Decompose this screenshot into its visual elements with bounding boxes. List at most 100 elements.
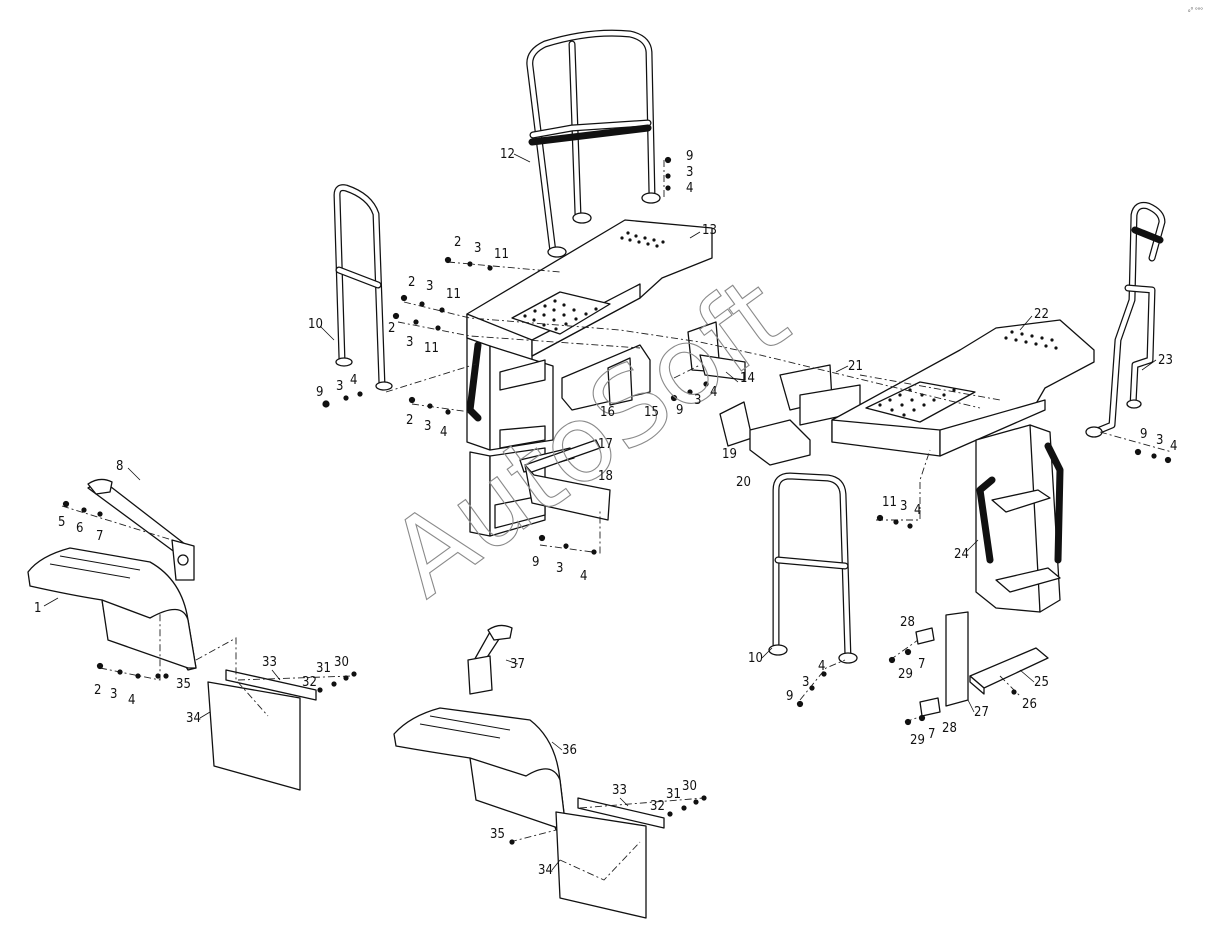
bracket-17-18 [524,439,611,521]
callout-28b: 28 [942,721,957,736]
callout-37: 37 [510,657,525,672]
callout-18: 18 [598,469,613,484]
bracket-16 [561,344,651,411]
bracket-28-upper [915,627,935,645]
bracket-14 [687,321,746,381]
callout-4h: 4 [710,385,717,400]
handrail-top-12 [526,29,661,258]
callout-9j: 9 [1140,427,1147,442]
callout-leaders [43,153,1157,871]
callout-23: 23 [1158,353,1173,368]
callout-34b: 34 [538,863,553,878]
callout-7b: 7 [918,657,925,672]
callout-labels: 1 2 3 4 5 6 7 8 35 2 3 4 33 32 31 30 34 … [34,147,1177,878]
callout-4k: 4 [914,503,921,518]
callout-2f: 2 [388,321,395,336]
step-platform-22 [831,319,1095,457]
callout-16: 16 [600,405,615,420]
callout-25: 25 [1034,675,1049,690]
callout-4: 4 [128,693,135,708]
callout-13: 13 [702,223,717,238]
bracket-28-lower [919,697,941,717]
callout-31b: 31 [666,787,681,802]
callout-12: 12 [500,147,515,162]
strip-33-center [577,797,665,829]
callout-9i: 9 [532,555,539,570]
fasteners [62,156,1172,845]
mudflap-34-center [555,811,647,919]
callout-21: 21 [848,359,863,374]
callout-5: 5 [58,515,65,530]
callout-28: 28 [900,615,915,630]
callout-11e: 11 [446,287,461,302]
callout-3f: 3 [406,335,413,350]
callout-29b: 29 [910,733,925,748]
callout-11f: 11 [424,341,439,356]
callout-35b: 35 [490,827,505,842]
callout-9l: 9 [786,689,793,704]
callout-3l: 3 [802,675,809,690]
callout-24: 24 [954,547,969,562]
callout-4j: 4 [1170,439,1177,454]
strip-33 [225,669,317,701]
bracket-20 [749,419,811,466]
corner-mark: ₒ⁰ ᵒᵒᵒ [1188,6,1203,14]
callout-30b: 30 [682,779,697,794]
callout-35: 35 [176,677,191,692]
callout-2: 2 [94,683,101,698]
callout-3c: 3 [336,379,343,394]
ladder-24 [975,424,1064,613]
fender-36 [393,707,567,831]
callout-32: 32 [302,675,317,690]
callout-11k: 11 [882,495,897,510]
callout-4c: 4 [350,373,357,388]
callout-3h: 3 [694,393,701,408]
callout-20: 20 [736,475,751,490]
callout-1: 1 [34,601,41,616]
callout-19: 19 [722,447,737,462]
callout-14: 14 [740,371,755,386]
callout-8: 8 [116,459,123,474]
callout-11d: 11 [494,247,509,262]
callout-4t: 4 [686,181,693,196]
callout-3: 3 [110,687,117,702]
callout-2d: 2 [454,235,461,250]
callout-33b: 33 [612,783,627,798]
callout-34: 34 [186,711,201,726]
mudflap-34 [207,681,301,791]
callout-29: 29 [898,667,913,682]
handrail-left-10 [333,184,393,391]
callout-3g: 3 [424,419,431,434]
callout-7: 7 [96,529,103,544]
callout-4g: 4 [440,425,447,440]
step-25 [969,647,1049,695]
callout-9h: 9 [676,403,683,418]
fender-1 [27,547,197,671]
callout-9: 9 [316,385,323,400]
callout-22: 22 [1034,307,1049,322]
callout-26: 26 [1022,697,1037,712]
callout-6: 6 [76,521,83,536]
callout-3i: 3 [556,561,563,576]
callout-9t: 9 [686,149,693,164]
fender-arm-37 [467,624,513,695]
callout-10: 10 [308,317,323,332]
callout-3k: 3 [900,499,907,514]
callout-33: 33 [262,655,277,670]
callout-3e: 3 [426,279,433,294]
callout-4l: 4 [818,659,825,674]
handrail-right-23 [1085,201,1166,438]
callout-31: 31 [316,661,331,676]
callout-3d: 3 [474,241,481,256]
callout-3j: 3 [1156,433,1163,448]
assembly-centerlines [61,160,1173,881]
callout-2e: 2 [408,275,415,290]
callout-4i: 4 [580,569,587,584]
callout-3t: 3 [686,165,693,180]
callout-32b: 32 [650,799,665,814]
handrail-center-10 [768,472,858,664]
callout-2g: 2 [406,413,413,428]
callout-36: 36 [562,743,577,758]
callout-27: 27 [974,705,989,720]
